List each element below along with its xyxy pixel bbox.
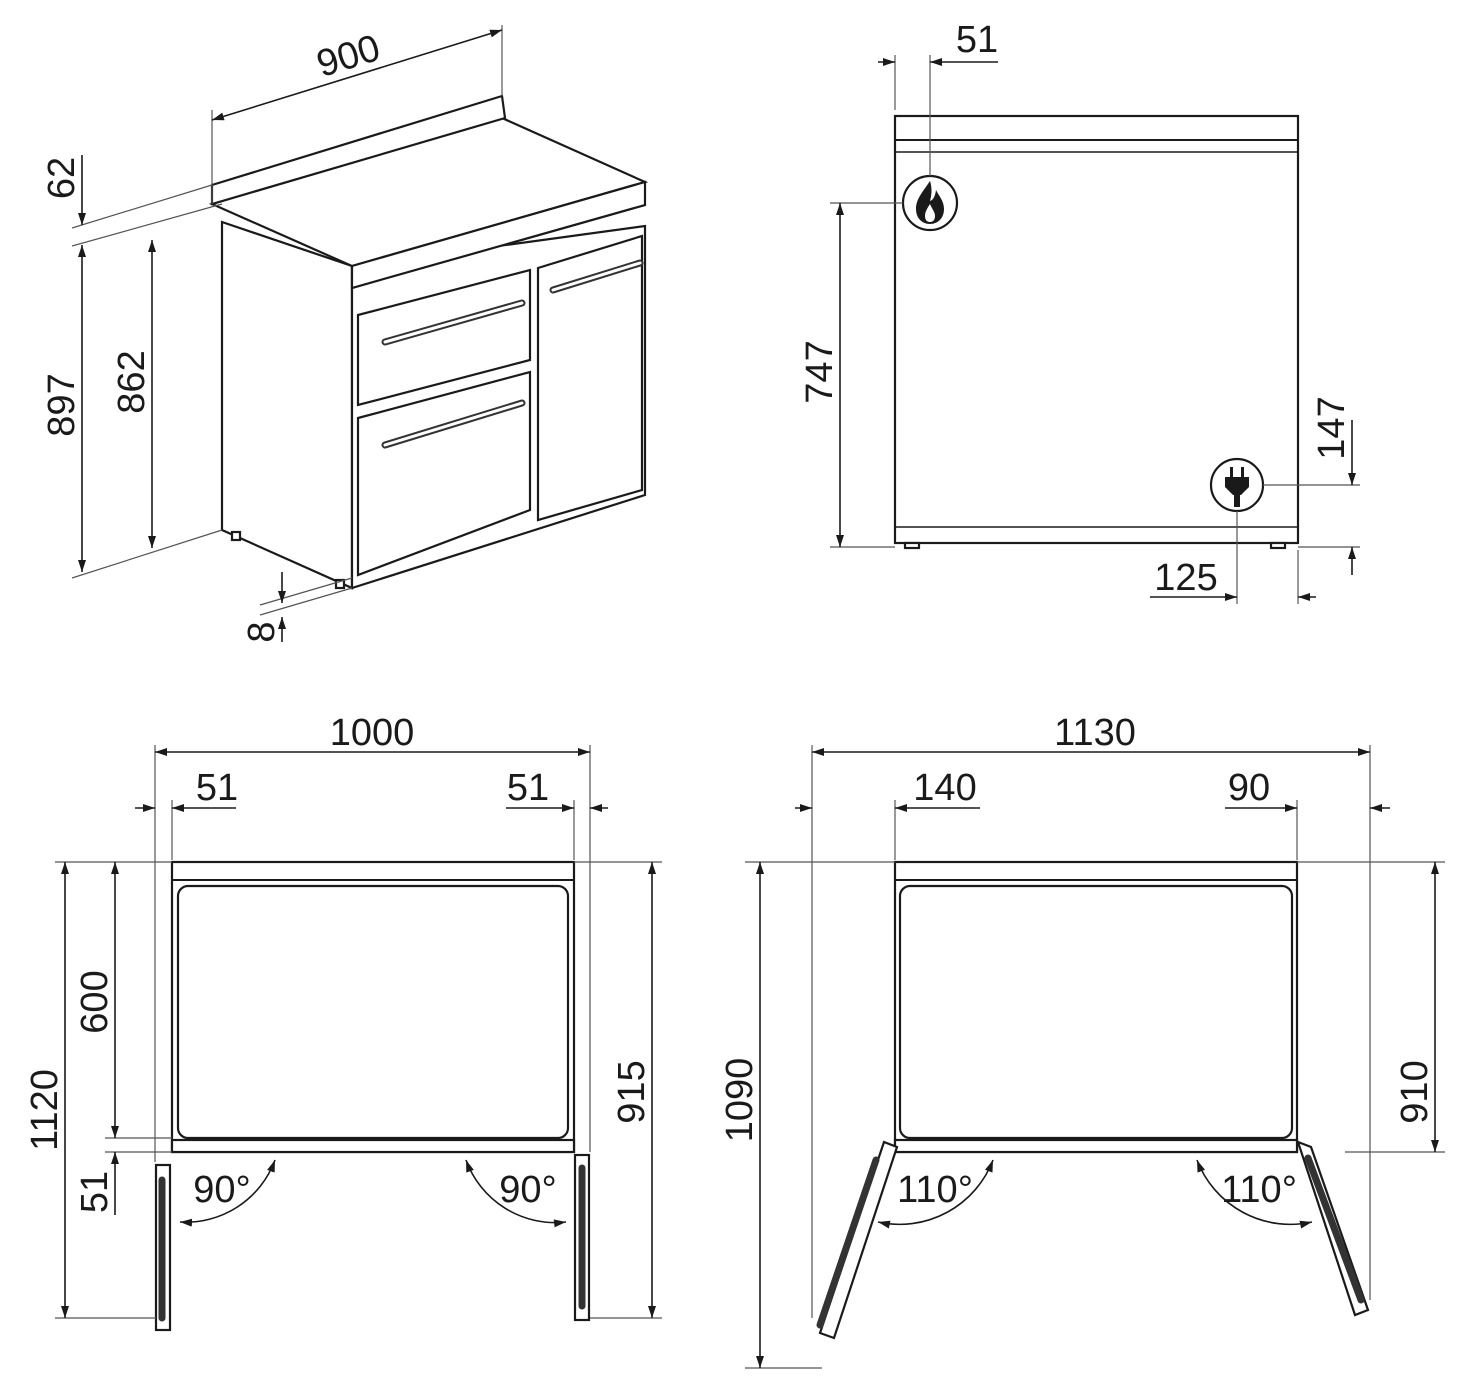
- body-height-label: 862: [111, 350, 153, 413]
- gas-height-label: 747: [799, 340, 841, 403]
- power-height-label: 147: [1311, 396, 1353, 459]
- power-offset-label: 125: [1154, 557, 1217, 599]
- gas-offset-label: 51: [956, 19, 998, 61]
- angle-left-label-110: 110°: [897, 1169, 973, 1211]
- total-height-label: 897: [41, 373, 83, 436]
- plug-icon: [1209, 457, 1265, 513]
- right-depth-label-90: 915: [611, 1060, 653, 1123]
- foot-height-label: 8: [241, 621, 283, 642]
- depth-label-90: 600: [74, 970, 116, 1033]
- left-offset-label-110: 140: [913, 767, 976, 809]
- total-depth-label-110: 1090: [719, 1058, 761, 1143]
- angle-right-label: 90°: [499, 1169, 556, 1211]
- left-offset-label-90: 51: [196, 767, 238, 809]
- width-label: 900: [312, 27, 385, 86]
- width-label-90: 1000: [330, 712, 415, 754]
- angle-left-label: 90°: [193, 1169, 250, 1211]
- angle-right-label-110: 110°: [1221, 1169, 1297, 1211]
- backsplash-height-label: 62: [41, 157, 83, 199]
- door-gap-label-90: 51: [74, 1171, 116, 1213]
- right-depth-label-110: 910: [1394, 1060, 1436, 1123]
- top-view-90: 90° 90° 1000 51 51 1120 600 51: [24, 712, 662, 1332]
- top-view-110: 110° 110° 1130 140 90 1090 910: [719, 712, 1445, 1369]
- width-label-110: 1130: [1054, 712, 1136, 754]
- right-offset-label-110: 90: [1228, 767, 1270, 809]
- total-depth-label-90: 1120: [24, 1069, 66, 1151]
- flame-icon: [901, 174, 959, 232]
- perspective-view: 900 62 897 862 8: [41, 25, 649, 643]
- width-dimension-line: [211, 29, 503, 121]
- back-view: 51 747 147 125: [799, 19, 1360, 604]
- right-offset-label-90: 51: [507, 767, 549, 809]
